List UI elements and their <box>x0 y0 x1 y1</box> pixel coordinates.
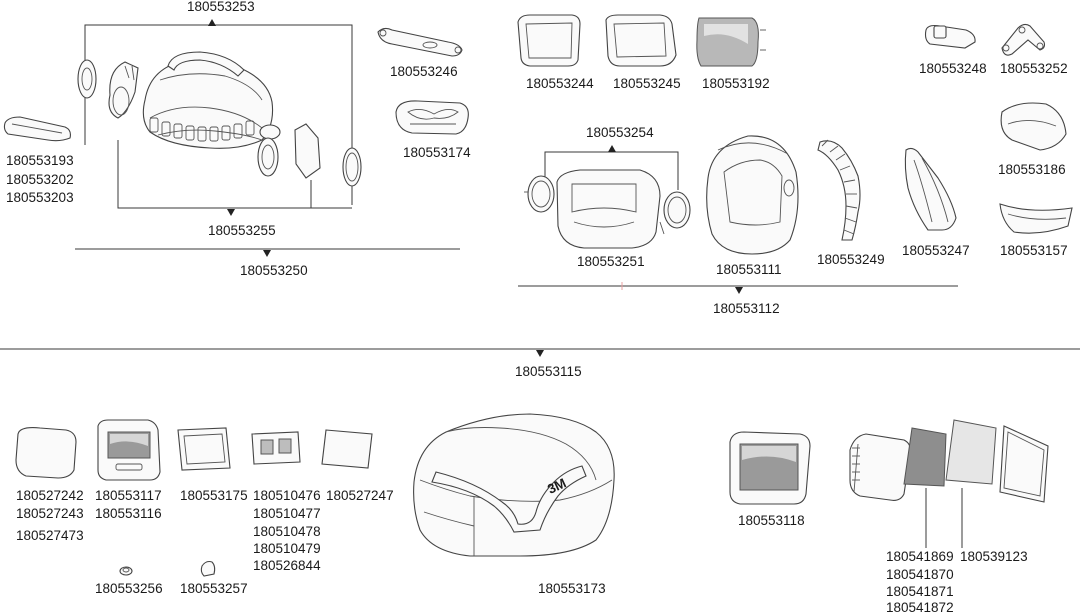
label-180553193: 180553193 <box>6 153 74 168</box>
label-180553118: 180553118 <box>738 513 805 528</box>
visor-bottom-part <box>999 203 1073 234</box>
label-180553202: 180553202 <box>6 172 74 187</box>
label-180553116: 180553116 <box>95 506 162 521</box>
label-180553254: 180553254 <box>586 125 654 140</box>
label-180553117: 180553117 <box>95 488 162 503</box>
label-180510477: 180510477 <box>253 506 321 521</box>
outer-frame-part <box>517 14 581 67</box>
label-180553248: 180553248 <box>919 61 987 76</box>
label-180541871: 180541871 <box>886 584 954 599</box>
side-guard-part <box>904 147 957 231</box>
label-180527473: 180527473 <box>16 528 84 543</box>
label-180553247: 180553247 <box>902 243 970 258</box>
face-shield-part <box>556 169 661 249</box>
label-180553255: 180553255 <box>208 223 276 238</box>
label-180541869: 180541869 <box>886 549 954 564</box>
hose-part <box>817 139 861 241</box>
clip-part <box>924 24 976 49</box>
small-clip-part <box>200 560 216 577</box>
label-180553257: 180553257 <box>180 581 248 596</box>
label-180553192: 180553192 <box>702 76 770 91</box>
label-180510476: 180510476 <box>253 488 321 503</box>
label-180539123: 180539123 <box>960 549 1028 564</box>
frame-part <box>177 427 231 471</box>
cushion-part <box>395 100 469 135</box>
part-number-labels: 180553253 180553246 180553174 180553193 … <box>6 0 1068 615</box>
label-180553173: 180553173 <box>538 581 606 596</box>
label-180553157: 180553157 <box>1000 243 1068 258</box>
lens-stack-part <box>849 419 1049 503</box>
inner-frame-part <box>605 14 677 67</box>
label-180553246: 180553246 <box>390 64 458 79</box>
label-180510478: 180510478 <box>253 524 321 539</box>
lens-part <box>696 17 766 67</box>
label-180510479: 180510479 <box>253 541 321 556</box>
helmet-part <box>706 135 799 255</box>
adf-filter-part <box>97 419 161 481</box>
label-180553250: 180553250 <box>240 263 308 278</box>
label-180553111: 180553111 <box>716 262 782 277</box>
label-180553174: 180553174 <box>403 145 471 160</box>
clear-plate-part <box>321 429 373 469</box>
label-180553203: 180553203 <box>6 190 74 205</box>
label-180553112: 180553112 <box>713 301 780 316</box>
bag-logo: 3M <box>545 475 568 497</box>
label-180553115: 180553115 <box>515 364 582 379</box>
connector-lines <box>0 19 1080 548</box>
label-180553253: 180553253 <box>187 0 255 14</box>
label-180553251: 180553251 <box>577 254 645 269</box>
bag-part: 3M <box>413 413 615 557</box>
arm-part <box>1001 23 1046 56</box>
label-180541870: 180541870 <box>886 567 954 582</box>
label-180527247: 180527247 <box>326 488 394 503</box>
headgear-assembly <box>77 51 362 187</box>
cover-lens-part <box>15 427 77 479</box>
label-180553249: 180553249 <box>817 252 885 267</box>
side-ring-right <box>659 191 691 235</box>
sweatband-part <box>3 116 71 142</box>
label-180553245: 180553245 <box>613 76 681 91</box>
lens-plate-part <box>251 431 301 465</box>
label-180527242: 180527242 <box>16 488 84 503</box>
visor-top-part <box>1000 102 1067 151</box>
label-180553186: 180553186 <box>998 162 1066 177</box>
strap-part <box>377 27 463 57</box>
label-180553244: 180553244 <box>526 76 594 91</box>
label-180553252: 180553252 <box>1000 61 1068 76</box>
label-180526844: 180526844 <box>253 558 321 573</box>
label-180527243: 180527243 <box>16 506 84 521</box>
small-cap-part <box>119 566 133 576</box>
adf-frame-part <box>729 431 811 505</box>
side-ring-left <box>524 175 555 213</box>
label-180541872: 180541872 <box>886 600 954 615</box>
label-180553175: 180553175 <box>180 488 248 503</box>
label-180553256: 180553256 <box>95 581 163 596</box>
